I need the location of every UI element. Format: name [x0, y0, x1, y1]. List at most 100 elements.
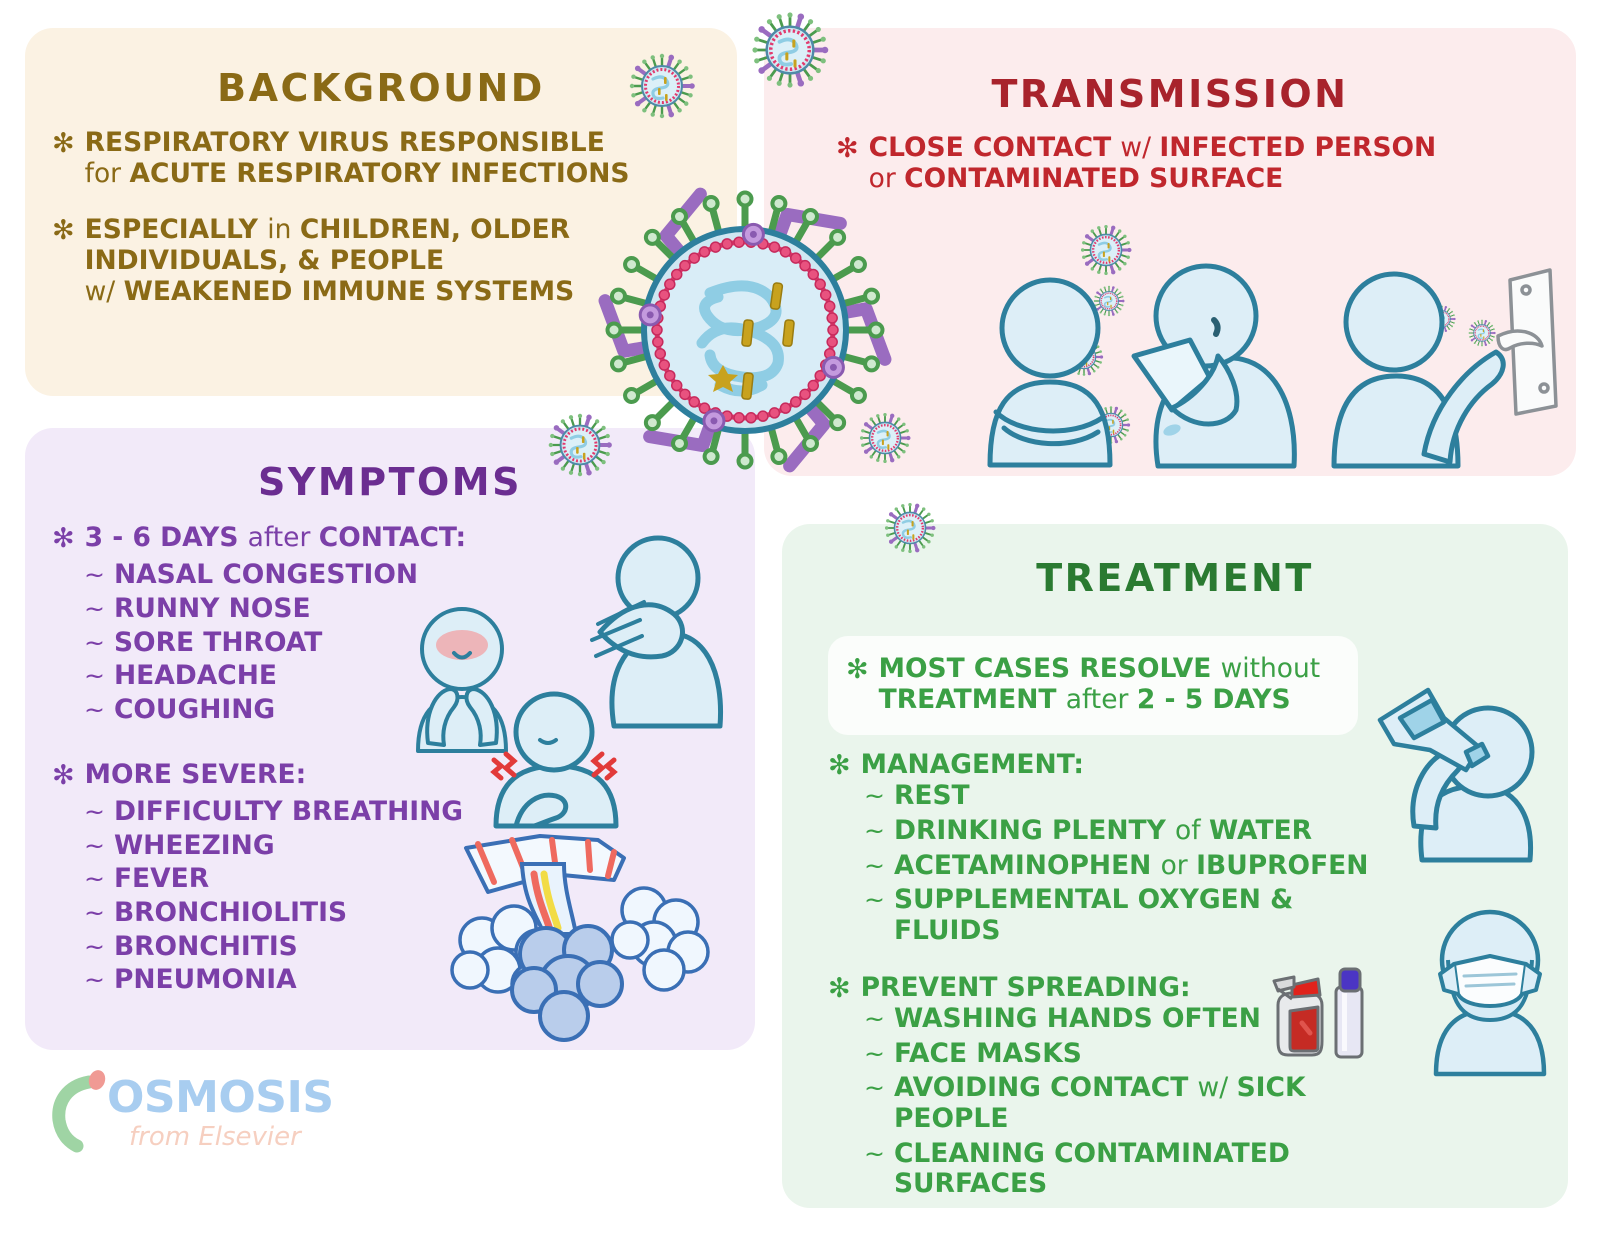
list-item: ~CLEANING CONTAMINATED SURFACES: [864, 1137, 1408, 1200]
bullet-line: INDIVIDUALS, & PEOPLE: [84, 245, 575, 277]
text-run: INDIVIDUALS, & PEOPLE: [84, 245, 445, 277]
text-run: MOST CASES RESOLVE: [878, 653, 1221, 684]
list-item: ~ REST: [864, 780, 1408, 812]
tilde-bullet-icon: ~: [84, 965, 105, 995]
virus-large-center: [598, 185, 892, 475]
text-run: BRONCHIOLITIS: [113, 896, 348, 928]
list-item-label: REST: [894, 780, 970, 812]
list-item-label: COUGHING: [113, 693, 276, 726]
list-item: ~ PNEUMONIA: [84, 965, 532, 996]
asterisk-bullet-icon: ✻: [52, 523, 75, 554]
text-run: after: [1065, 683, 1137, 715]
list-item: ~BRONCHITIS: [84, 930, 532, 963]
text-run: w/: [1197, 1072, 1237, 1104]
text-run: RUNNY NOSE: [113, 592, 311, 624]
text-run: PNEUMONIA: [113, 964, 297, 996]
list-item: ~WASHING HANDS OFTEN: [864, 1003, 1408, 1035]
osmosis-tagline: from Elsevier: [129, 1122, 301, 1152]
osmosis-wordmark: OSMOSIS: [107, 1072, 334, 1123]
text-run: RESPIRATORY VIRUS RESPONSIBLE: [84, 127, 605, 158]
text-run: CONTAMINATED SURFACE: [904, 162, 1284, 194]
list-item-label: ACETAMINOPHEN or IBUPROFEN: [893, 849, 1369, 882]
list-item-label: SORE THROAT: [113, 626, 323, 659]
list-item: ~ NASAL CONGESTION: [84, 559, 532, 591]
text-run: MANAGEMENT:: [860, 749, 1084, 780]
bullet-group: ✻ 3 - 6 DAYS after CONTACT: ~ NASAL CONGEST…: [52, 522, 532, 726]
tilde-bullet-icon: ~: [864, 850, 885, 880]
bullet-group-heading-label: MANAGEMENT:: [860, 749, 1084, 781]
list-item-label: AVOIDING CONTACT w/ SICK PEOPLE: [893, 1072, 1408, 1134]
spray-bottle-and-sanitizer: [1262, 955, 1372, 1065]
tilde-bullet-icon: ~: [864, 1038, 885, 1068]
virus-particle-small: [1092, 284, 1126, 318]
bullet-line: or CONTAMINATED SURFACE: [869, 162, 1437, 195]
text-run: FEVER: [113, 863, 210, 895]
tilde-bullet-icon: ~: [84, 560, 105, 590]
list-item-label: FEVER: [113, 863, 210, 895]
text-run: 3 - 6 DAYS: [84, 522, 248, 553]
panel-title-transmission: TRANSMISSION: [991, 72, 1349, 116]
treatment-bullet-list: ✻MANAGEMENT:~REST~DRINKING PLENTY of WAT…: [828, 749, 1408, 1204]
person-sick-face-flushed: [398, 593, 528, 753]
osmosis-arc-icon: [52, 1070, 106, 1153]
text-run: CLEANING CONTAMINATED SURFACES: [893, 1137, 1290, 1200]
bullet-group-heading-label: 3 - 6 DAYS after CONTACT:: [84, 522, 467, 554]
bullet-line: CLOSE CONTACT w/ INFECTED PERSON: [868, 132, 1437, 164]
asterisk-bullet-icon: ✻: [52, 759, 75, 791]
asterisk-bullet-icon: ✻: [828, 972, 851, 1004]
person-sneezing-tissue: [1098, 248, 1318, 470]
text-run: for: [84, 157, 130, 189]
text-run: CLOSE CONTACT: [868, 132, 1121, 163]
text-run: ACETAMINOPHEN: [893, 849, 1161, 881]
asterisk-bullet-icon: ✻: [846, 654, 869, 685]
list-item-label: PNEUMONIA: [114, 965, 297, 996]
text-run: CHILDREN, OLDER: [299, 214, 571, 246]
text-run: INFECTED PERSON: [1159, 132, 1437, 163]
list-item-label: BRONCHITIS: [113, 930, 298, 963]
text-run: or: [1160, 849, 1197, 881]
text-run: WEAKENED IMMUNE SYSTEMS: [123, 275, 575, 307]
osmosis-logo: OSMOSIS from Elsevier: [45, 1068, 334, 1178]
list-item: ~ FEVER: [84, 863, 532, 895]
text-run: SICK PEOPLE: [893, 1072, 1306, 1134]
bullet-group-heading: ✻MANAGEMENT:: [828, 749, 1408, 781]
person-touching-door-handle: [1312, 248, 1562, 470]
bullet-group-heading: ✻ MORE SEVERE:: [52, 758, 532, 791]
tilde-bullet-icon: ~: [84, 897, 105, 927]
list-item: ~DRINKING PLENTY of WATER: [864, 815, 1408, 847]
text-run: SORE THROAT: [113, 626, 323, 658]
text-run: MORE SEVERE:: [84, 758, 307, 790]
text-run: PREVENT SPREADING:: [860, 971, 1191, 1003]
list-item: ~SUPPLEMENTAL OXYGEN & FLUIDS: [864, 884, 1408, 946]
text-run: 2 - 5 DAYS: [1136, 683, 1291, 715]
bullet-group-heading: ✻ 3 - 6 DAYS after CONTACT:: [52, 522, 532, 554]
text-run: NASAL CONGESTION: [113, 559, 419, 591]
tilde-bullet-icon: ~: [864, 781, 885, 811]
list-item-label: RUNNY NOSE: [113, 592, 311, 625]
tilde-bullet-icon: ~: [84, 796, 105, 826]
text-run: DIFFICULTY BREATHING: [113, 795, 464, 827]
tilde-bullet-icon: ~: [84, 661, 105, 691]
asterisk-bullet-icon: ✻: [52, 128, 75, 159]
list-item: ~SORE THROAT: [84, 626, 532, 659]
list-item: ~HEADACHE: [84, 660, 532, 692]
text-run: COUGHING: [113, 693, 276, 725]
tilde-bullet-icon: ~: [864, 815, 885, 845]
bullet-line: ESPECIALLY in CHILDREN, OLDER: [85, 215, 575, 246]
virus-particle-small: [626, 50, 698, 122]
list-item-label: BRONCHIOLITIS: [113, 896, 348, 929]
asterisk-bullet-icon: ✻: [836, 133, 859, 164]
list-item: ~ DIFFICULTY BREATHING: [84, 795, 532, 828]
text-run: BRONCHITIS: [113, 930, 298, 962]
tilde-bullet-icon: ~: [84, 864, 105, 894]
text-run: after: [247, 522, 319, 553]
list-item: ~AVOIDING CONTACT w/ SICK PEOPLE: [864, 1072, 1408, 1134]
bullet-group: ✻MORE SEVERE:~DIFFICULTY BREATHING~WHEEZ…: [52, 758, 532, 996]
